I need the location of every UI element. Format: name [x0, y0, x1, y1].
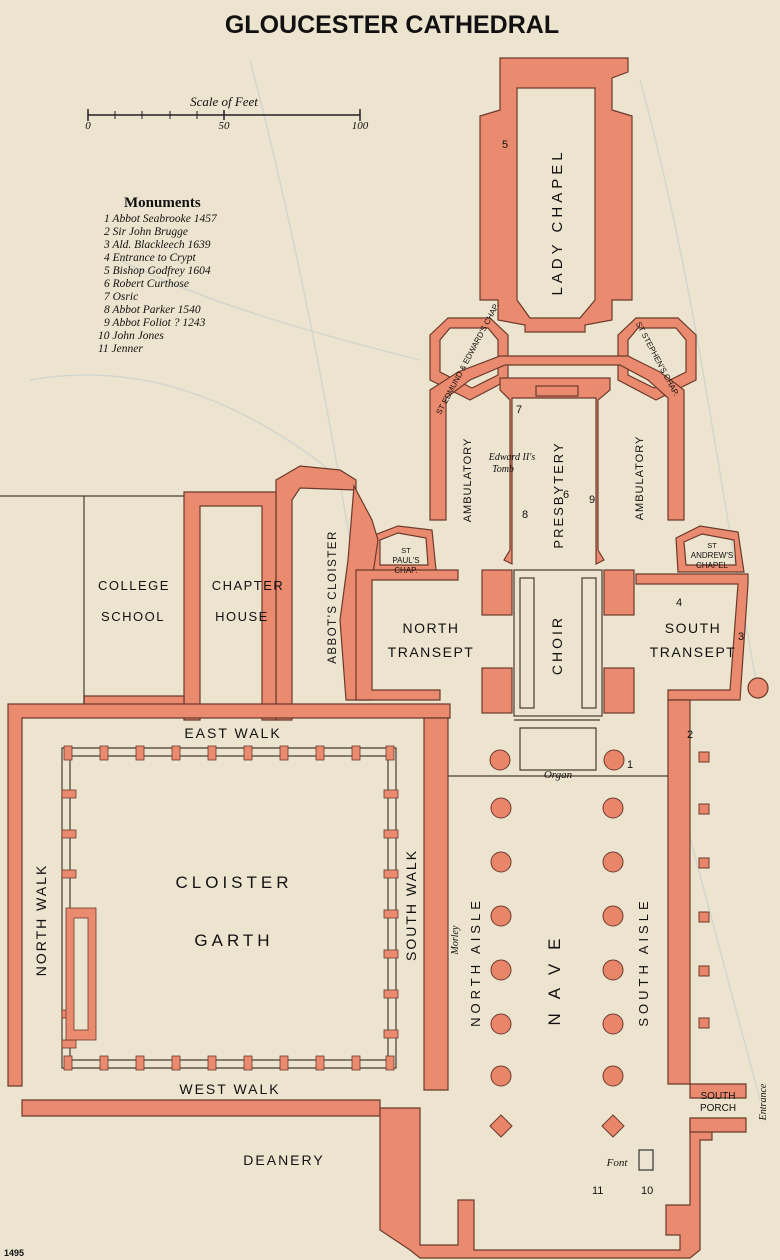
south-transept-label-2: TRANSEPT: [650, 644, 737, 660]
legend-heading: Monuments: [124, 195, 201, 211]
monuments-legend: Monuments 1 Abbot Seabrooke 1457 2 Sir J…: [98, 195, 218, 355]
east-walk-label: EAST WALK: [184, 725, 281, 741]
cloister-buttresses: [61, 745, 399, 1071]
monument-marker-10: 10: [641, 1185, 653, 1197]
scale-tick-0: 0: [85, 120, 91, 132]
presbytery-label: PRESBYTERY: [551, 441, 566, 548]
legend-item: 3 Ald. Blackleech 1639: [103, 239, 211, 251]
cloister-label: CLOISTER: [175, 873, 292, 892]
south-porch-label: SOUTH: [701, 1091, 736, 1102]
lady-chapel-label: LADY CHAPEL: [549, 148, 566, 295]
cathedral-walls: [7, 57, 769, 1259]
monument-marker-6: 6: [563, 489, 569, 501]
nave-label: NAVE: [545, 924, 564, 1025]
scale-label: Scale of Feet: [190, 94, 258, 109]
map-title: GLOUCESTER CATHEDRAL: [225, 11, 559, 39]
st-andrews-label-2: ANDREW'S: [691, 551, 733, 560]
organ-label: Organ: [544, 769, 573, 781]
legend-item: 8 Abbot Parker 1540: [104, 304, 201, 316]
south-aisle-label: SOUTH AISLE: [636, 897, 651, 1026]
abbots-cloister-label: ABBOT'S CLOISTER: [327, 530, 339, 664]
garth-label: GARTH: [194, 931, 273, 950]
scale-tick-50: 50: [219, 120, 231, 132]
monument-marker-1: 1: [627, 759, 633, 771]
north-walk-label: NORTH WALK: [33, 864, 49, 977]
monument-marker-9: 9: [589, 494, 595, 506]
college-label: COLLEGE: [98, 578, 170, 593]
monument-marker-8: 8: [522, 509, 528, 521]
monument-marker-7: 7: [516, 404, 522, 416]
monument-marker-4: 4: [676, 597, 682, 609]
legend-item: 10 John Jones: [98, 330, 164, 342]
monument-marker-5: 5: [502, 139, 508, 151]
st-pauls-label-2: PAUL'S: [392, 556, 419, 565]
north-aisle-label: NORTH AISLE: [468, 897, 483, 1027]
monument-markers: 1 2 3 4 5 6 7 8 9 10 11: [502, 139, 744, 1197]
house-label: HOUSE: [215, 609, 269, 624]
st-andrews-label-3: CHAPEL: [696, 561, 729, 570]
morley-label: Morley: [450, 925, 461, 955]
font-label: Font: [606, 1157, 629, 1169]
deanery-label: DEANERY: [243, 1152, 324, 1168]
monument-marker-11: 11: [592, 1185, 603, 1197]
choir-stalls: [513, 569, 603, 771]
outline-lines: [0, 495, 668, 777]
south-transept-label: SOUTH: [665, 620, 722, 636]
legend-item: 11 Jenner: [98, 343, 143, 355]
legend-item: 6 Robert Curthose: [104, 278, 189, 290]
west-walk-label: WEST WALK: [179, 1081, 280, 1097]
choir-label: CHOIR: [549, 615, 565, 675]
legend-item: 2 Sir John Brugge: [104, 226, 188, 238]
scale-bar: Scale of Feet 0 50 100: [85, 94, 369, 132]
font-marker: [638, 1149, 654, 1171]
edward-tomb-label: Edward II's: [488, 452, 536, 463]
st-pauls-label-3: CHAP.: [394, 566, 417, 575]
entrance-label: Entrance: [758, 1083, 769, 1121]
monument-marker-3: 3: [738, 631, 744, 643]
north-ambulatory-label: AMBULATORY: [462, 438, 474, 523]
st-pauls-label: ST: [401, 546, 411, 555]
legend-item: 4 Entrance to Crypt: [104, 252, 196, 264]
nave-piers: [489, 749, 710, 1138]
legend-item: 7 Osric: [104, 291, 138, 303]
monument-marker-2: 2: [687, 729, 693, 741]
legend-item: 9 Abbot Foliot ? 1243: [104, 317, 206, 329]
south-walk-label: SOUTH WALK: [403, 849, 419, 961]
south-ambulatory-label: AMBULATORY: [634, 436, 646, 521]
chapter-label: CHAPTER: [212, 578, 285, 593]
north-transept-label: NORTH: [402, 620, 459, 636]
school-label: SCHOOL: [101, 609, 165, 624]
scale-tick-100: 100: [352, 120, 369, 132]
south-porch-label-2: PORCH: [700, 1103, 736, 1114]
north-transept-label-2: TRANSEPT: [388, 644, 475, 660]
legend-item: 5 Bishop Godfrey 1604: [104, 265, 211, 277]
page-number: 1495: [4, 1248, 24, 1258]
st-andrews-label: ST: [707, 541, 717, 550]
edward-tomb-label-2: Tomb: [492, 464, 514, 475]
legend-item: 1 Abbot Seabrooke 1457: [104, 213, 218, 225]
